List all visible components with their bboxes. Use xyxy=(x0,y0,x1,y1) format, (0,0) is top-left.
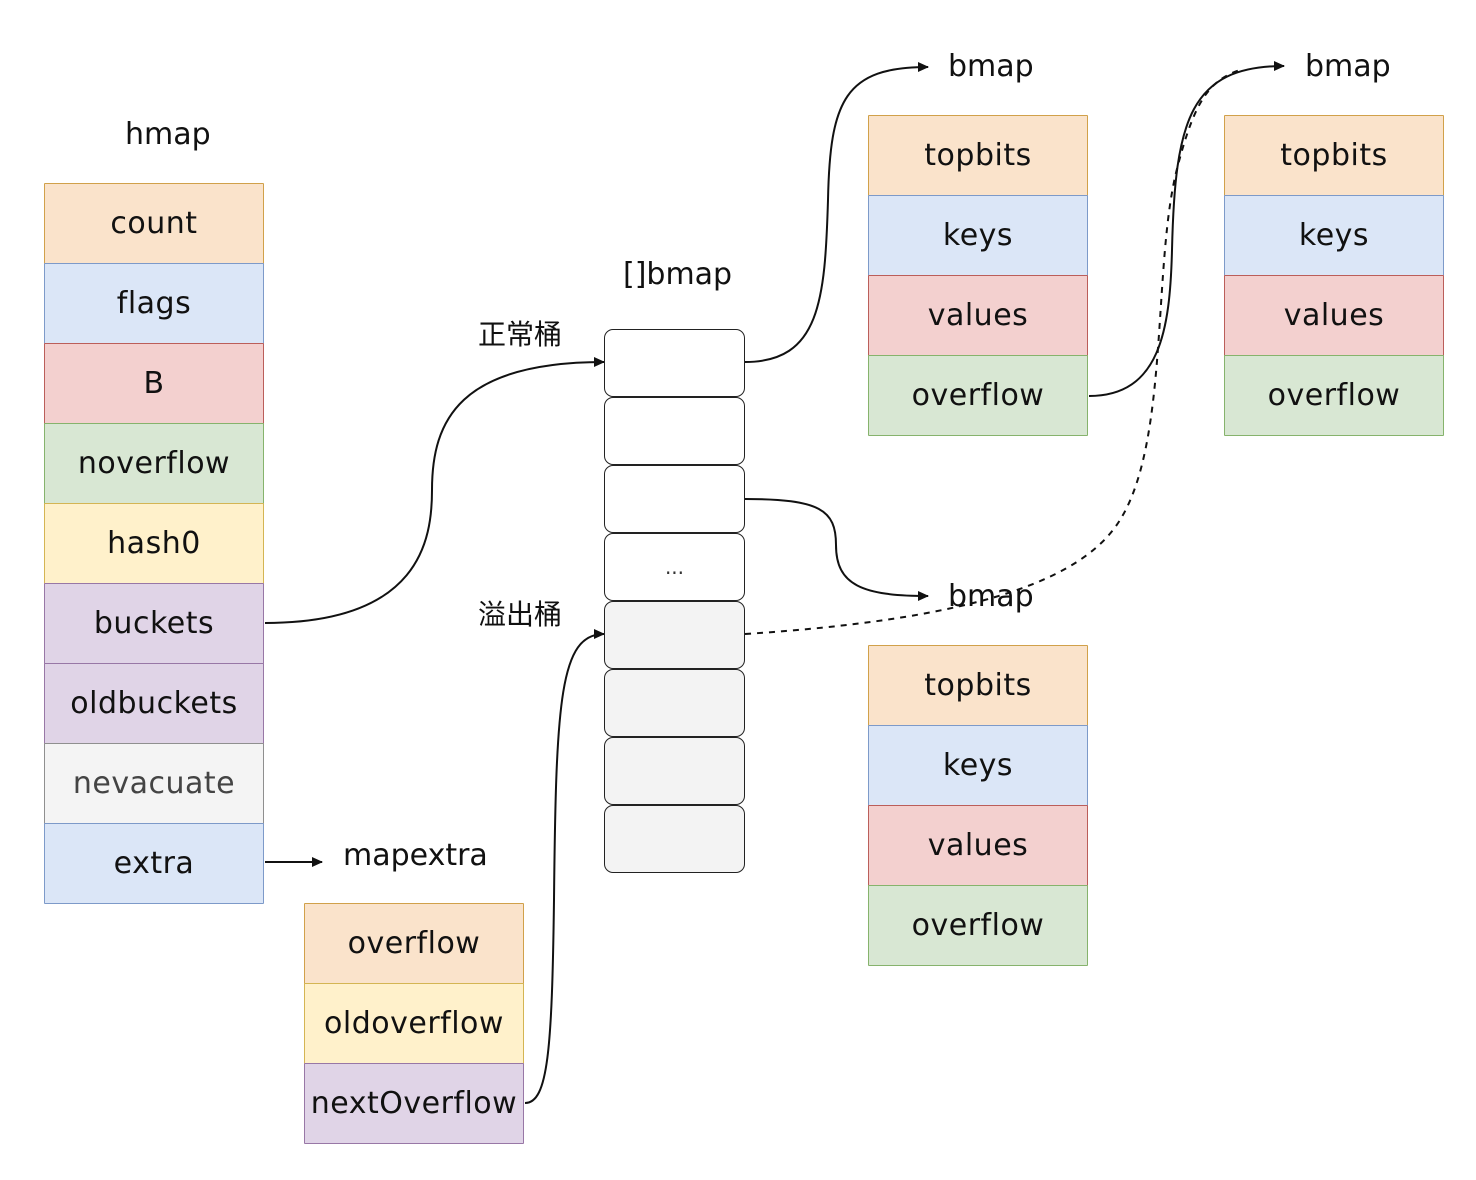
hmap-field-flags: flags xyxy=(44,263,264,344)
bmap-field-overflow: overflow xyxy=(868,355,1088,436)
mapextra-title: mapextra xyxy=(343,838,488,873)
bmap-field-topbits: topbits xyxy=(868,115,1088,196)
bucket2-to-bmap-arrow xyxy=(744,498,929,601)
overflow-bucket-slot xyxy=(604,737,745,805)
bmap-field-topbits: topbits xyxy=(868,645,1088,726)
bmap-field-keys: keys xyxy=(868,195,1088,276)
nextoverflow-to-overflow-bucket-arrow xyxy=(524,629,605,1104)
normal-bucket-slot xyxy=(604,465,745,533)
bmap-field-topbits: topbits xyxy=(1224,115,1444,196)
hmap-field-extra: extra xyxy=(44,823,264,904)
bmap-title: bmap xyxy=(948,579,1034,614)
hmap-field-buckets: buckets xyxy=(44,583,264,664)
hmap-field-nevacuate: nevacuate xyxy=(44,743,264,824)
overflow-bucket-label: 溢出桶 xyxy=(478,598,563,631)
normal-bucket-label: 正常桶 xyxy=(478,318,563,351)
hmap-field-noverflow: noverflow xyxy=(44,423,264,504)
hmap-field-oldbuckets: oldbuckets xyxy=(44,663,264,744)
hmap-field-count: count xyxy=(44,183,264,264)
bmap-field-values: values xyxy=(1224,275,1444,356)
bmap-field-keys: keys xyxy=(868,725,1088,806)
bmap-field-overflow: overflow xyxy=(868,885,1088,966)
hmap-field-b: B xyxy=(44,343,264,424)
bmap-overflow-to-bmap-arrow xyxy=(1088,61,1285,397)
overflow-bucket-slot xyxy=(604,669,745,737)
buckets-to-array-arrow xyxy=(264,357,605,624)
normal-bucket-slot xyxy=(604,397,745,465)
bucket0-to-bmap-arrow xyxy=(744,62,929,363)
bucket-array-title: []bmap xyxy=(623,257,733,292)
overflow-bucket-dashed-link xyxy=(744,69,1241,635)
overflow-bucket-slot xyxy=(604,601,745,669)
bmap-title: bmap xyxy=(1305,49,1391,84)
bmap-field-overflow: overflow xyxy=(1224,355,1444,436)
overflow-bucket-slot xyxy=(604,805,745,873)
hmap-title: hmap xyxy=(125,117,211,152)
bmap-field-keys: keys xyxy=(1224,195,1444,276)
mapextra-field-nextoverflow: nextOverflow xyxy=(304,1063,524,1144)
mapextra-field-oldoverflow: oldoverflow xyxy=(304,983,524,1064)
mapextra-field-overflow: overflow xyxy=(304,903,524,984)
hmap-field-hash0: hash0 xyxy=(44,503,264,584)
bmap-field-values: values xyxy=(868,275,1088,356)
bmap-title: bmap xyxy=(948,49,1034,84)
bmap-field-values: values xyxy=(868,805,1088,886)
normal-bucket-slot: ... xyxy=(604,533,745,601)
normal-bucket-slot xyxy=(604,329,745,397)
